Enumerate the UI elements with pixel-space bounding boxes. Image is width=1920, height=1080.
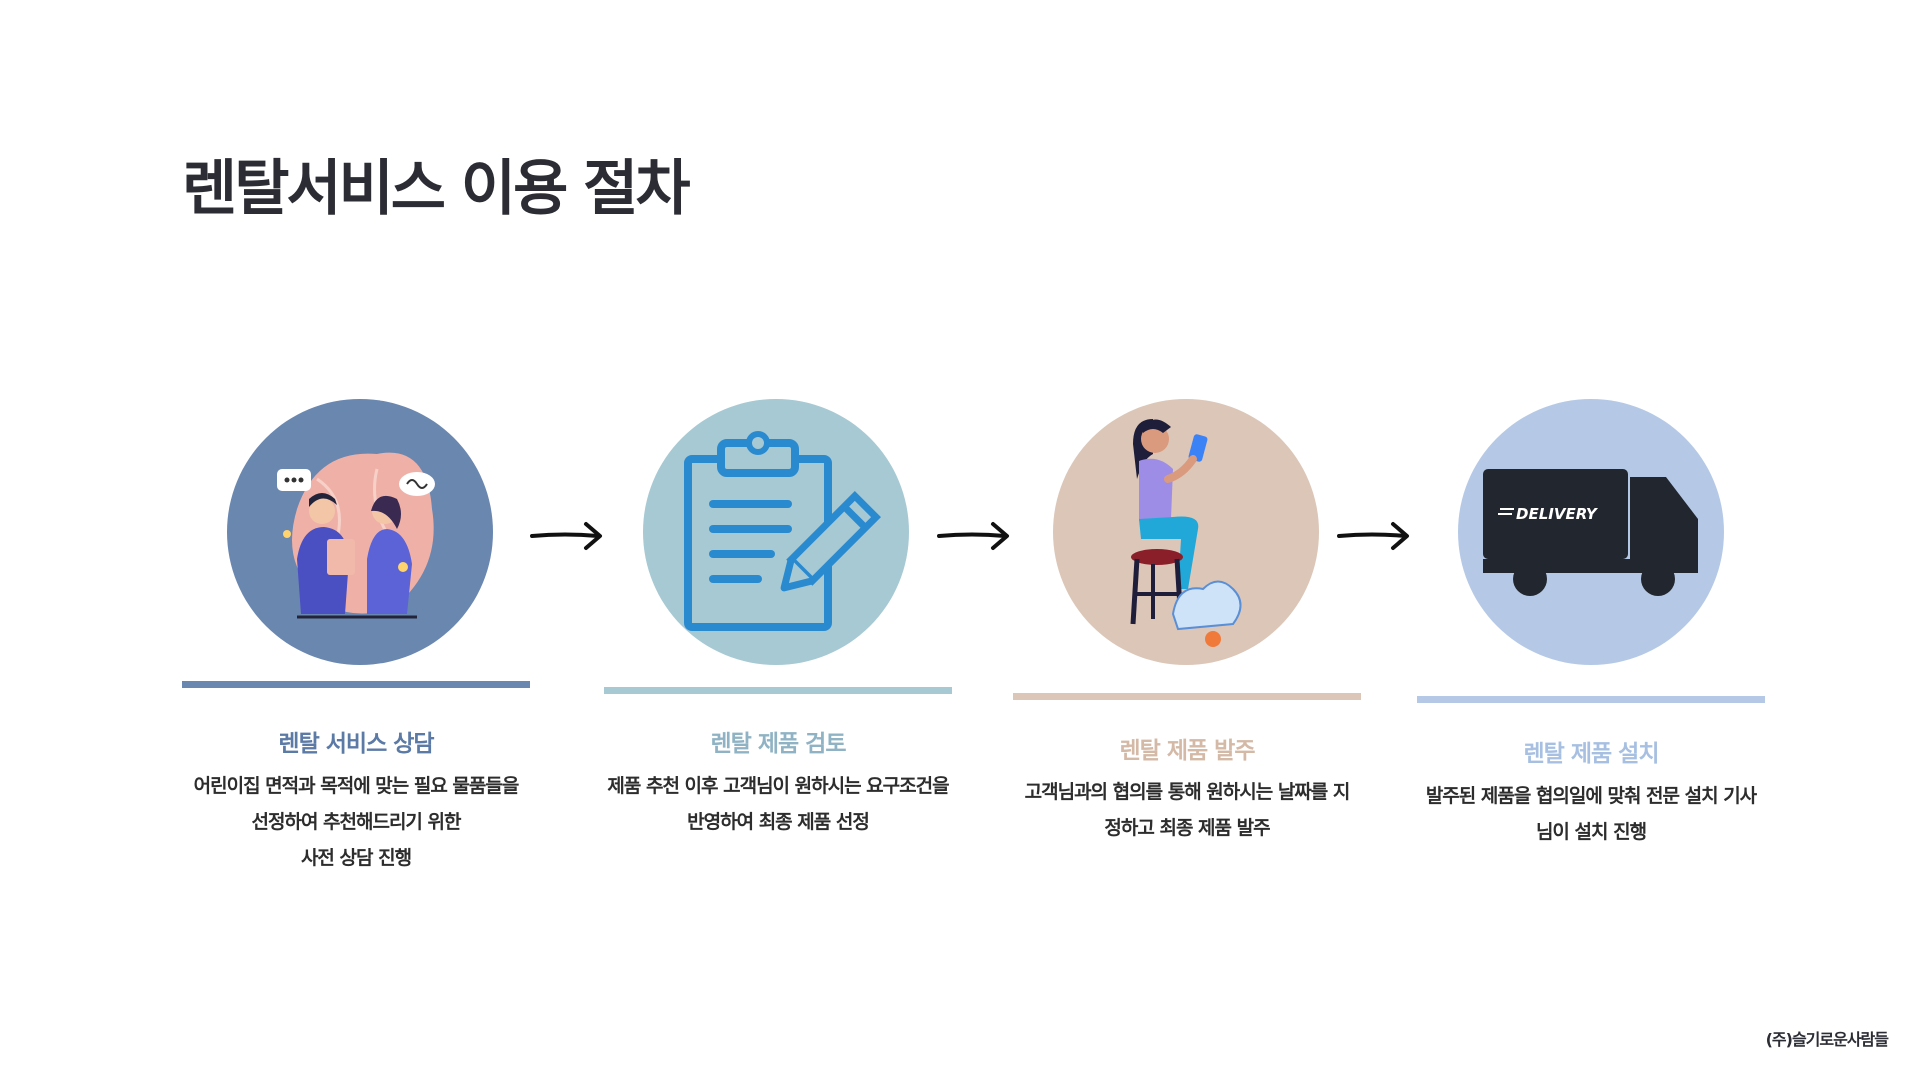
woman-phone-icon (1130, 419, 1242, 647)
step-divider (1013, 693, 1361, 700)
step-description: 고객님과의 협의를 통해 원하시는 날짜를 지 정하고 최종 제품 발주 (1024, 781, 1351, 839)
step-circle (643, 399, 909, 665)
delivery-truck-icon: DELIVERY (1483, 469, 1698, 596)
page-title: 렌탈서비스 이용 절차 (182, 154, 691, 224)
truck-label: DELIVERY (1516, 505, 1599, 523)
step-divider (182, 681, 530, 688)
step-description: 어린이집 면적과 목적에 맞는 필요 물품들을 선정하여 추천해드리기 위한 사… (193, 775, 520, 869)
step-title: 렌탈 제품 발주 (1119, 738, 1256, 764)
step-description: 제품 추천 이후 고객님이 원하시는 요구조건을 반영하여 최종 제품 선정 (607, 775, 949, 833)
step-circle (227, 399, 493, 665)
step-title: 렌탈 제품 검토 (710, 731, 847, 757)
arrow-right-icon (1337, 522, 1409, 550)
step-title: 렌탈 서비스 상담 (278, 731, 434, 757)
arrow-right-icon (530, 522, 602, 550)
step-divider (604, 687, 952, 694)
step-title: 렌탈 제품 설치 (1523, 741, 1660, 767)
arrow-right-icon (937, 522, 1009, 550)
company-name: (주)슬기로운사람들 (1765, 1030, 1889, 1049)
step-description: 발주된 제품을 협의일에 맞춰 전문 설치 기사 님이 설치 진행 (1425, 785, 1757, 843)
step-circle: DELIVERY (1458, 399, 1724, 665)
step-circle (1053, 399, 1319, 665)
clipboard-icon (684, 431, 881, 631)
consultation-icon (277, 452, 435, 619)
step-divider (1417, 696, 1765, 703)
